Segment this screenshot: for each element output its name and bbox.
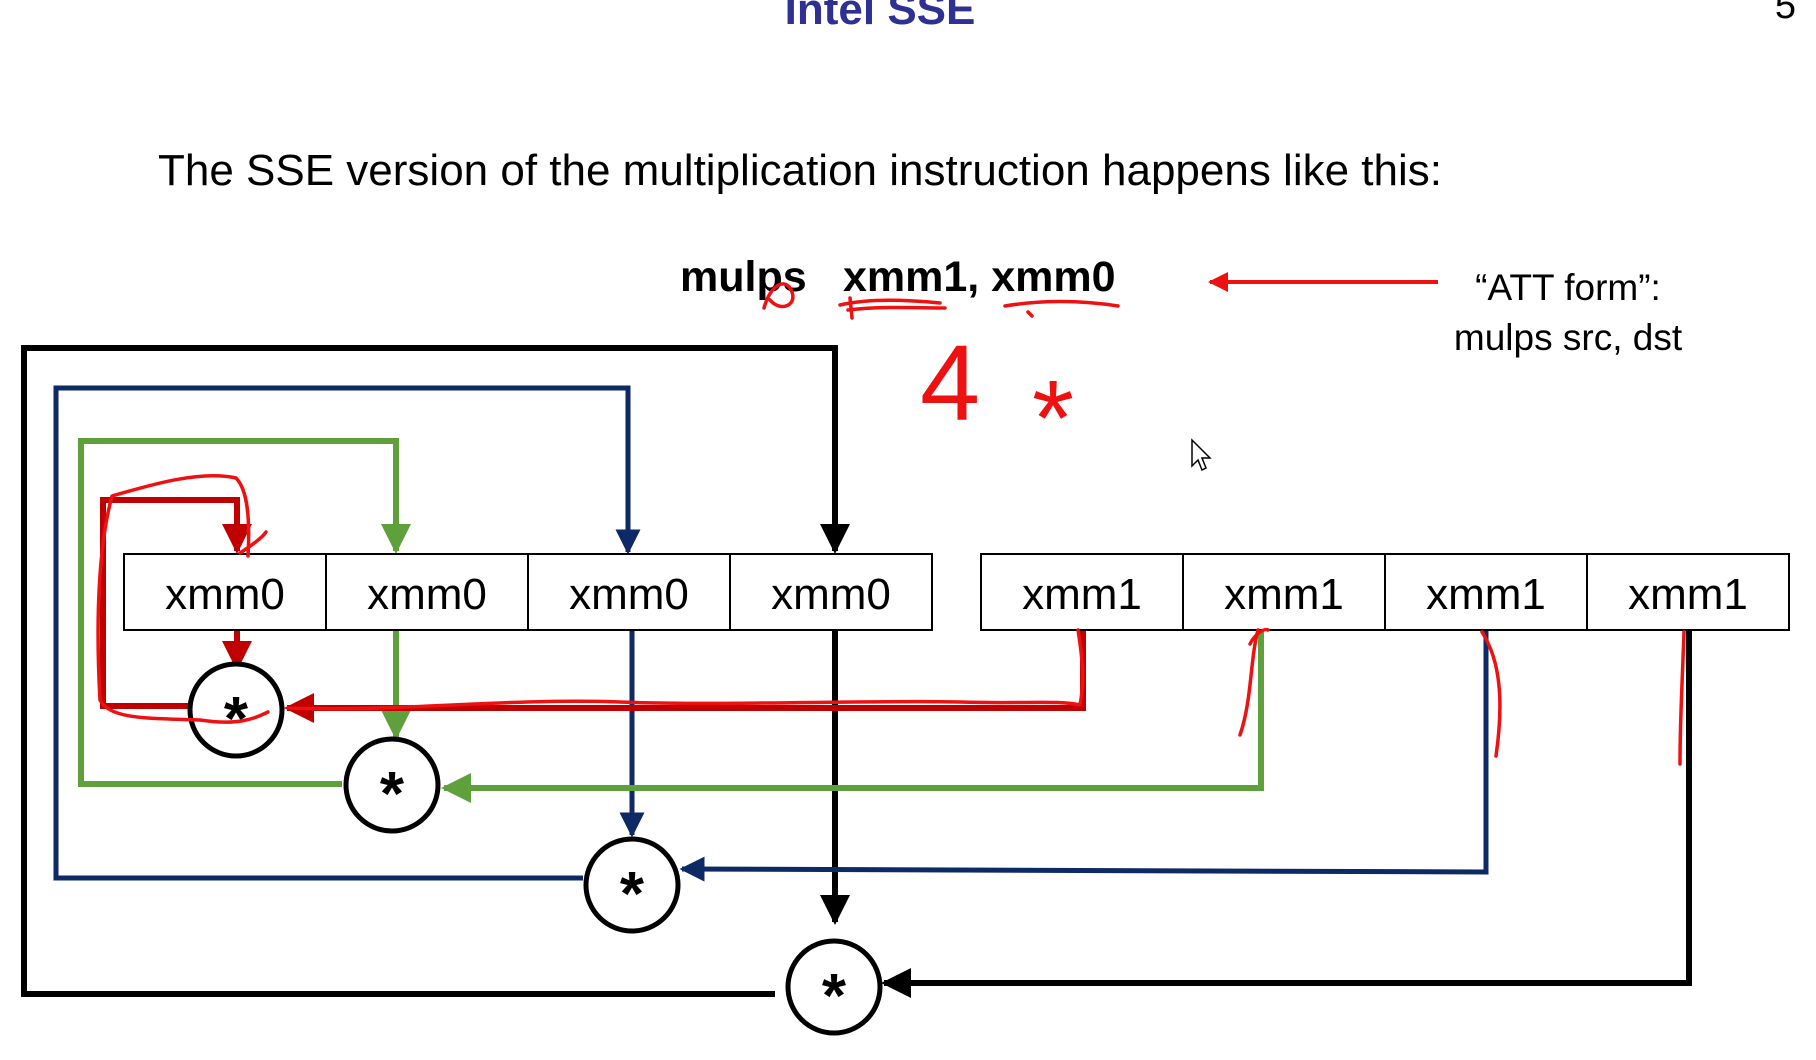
- lane0-xmm1-wire: [284, 630, 1086, 723]
- ink-xmm0-cell-loop: [96, 474, 270, 724]
- ink-lane-count: 4: [920, 322, 980, 443]
- lane3-result-wire: [21, 345, 850, 997]
- xmm1-cell-label: xmm1: [1628, 570, 1748, 619]
- xmm0-lane0-cell: [729, 553, 933, 631]
- ink-dst-underline: [1003, 299, 1120, 318]
- xmm0-lane1-cell: [527, 553, 731, 631]
- xmm0-cell-label: xmm0: [367, 570, 487, 619]
- lane3-wires: [21, 345, 1692, 998]
- ink-lane2-stroke: [1480, 630, 1502, 758]
- ink-lane1-hook: [1248, 627, 1270, 646]
- instruction-mnemonic: mulps: [680, 253, 807, 301]
- att-form-syntax: mulps src, dst: [1454, 317, 1683, 358]
- multiply-symbol: *: [822, 962, 847, 1031]
- ink-src-underline: [838, 296, 947, 320]
- xmm1-cell-label: xmm1: [1022, 570, 1142, 619]
- lane2-wires: [53, 385, 1489, 882]
- page-number: 5: [1775, 0, 1796, 27]
- handwritten-annotations: [96, 282, 1686, 766]
- xmm0-cell-label: xmm0: [165, 570, 285, 619]
- xmm1-lane1-cell: [1384, 553, 1588, 631]
- multiply-node-lane1: *: [343, 736, 441, 834]
- ink-xmm0-cell-tick: [238, 530, 268, 555]
- multiply-symbol: *: [620, 860, 645, 929]
- intro-text: The SSE version of the multiplication in…: [158, 146, 1442, 195]
- xmm1-lane2-cell: [1182, 553, 1386, 631]
- multiply-node-lane3: *: [785, 938, 883, 1036]
- xmm1-lane0-cell: [1586, 553, 1790, 631]
- register-xmm0: xmm0 xmm0 xmm0 xmm0: [123, 553, 933, 631]
- multiply-node-lane2: *: [583, 836, 681, 934]
- slide-title: Intel SSE: [785, 0, 976, 34]
- instruction-operands: xmm1, xmm0: [843, 253, 1116, 301]
- lane1-result-wire: [78, 438, 411, 787]
- lane2-result-wire: [53, 385, 641, 881]
- mouse-cursor-icon: [1191, 438, 1212, 472]
- ink-lane0-trace: [286, 628, 1085, 711]
- ink-multiply-mark: *: [1032, 357, 1074, 478]
- lane1-xmm1-wire: [441, 630, 1264, 803]
- ink-lane1-stroke: [1238, 628, 1260, 737]
- xmm1-cell-label: xmm1: [1426, 570, 1546, 619]
- lane3-xmm1-wire: [881, 630, 1692, 998]
- lane2-xmm1-wire: [679, 630, 1489, 882]
- multiply-node-lane0: *: [187, 661, 285, 759]
- ink-mnemonic-underline: [762, 282, 795, 310]
- xmm0-cell-label: xmm0: [771, 570, 891, 619]
- xmm0-lane2-cell: [325, 553, 529, 631]
- multiply-symbol: *: [380, 760, 405, 829]
- register-xmm1: xmm1 xmm1 xmm1 xmm1: [980, 553, 1790, 631]
- ink-lane3-stroke: [1678, 630, 1686, 766]
- xmm1-lane3-cell: [980, 553, 1184, 631]
- lane0-result-wire: [100, 497, 252, 709]
- lane1-wires: [78, 438, 1264, 803]
- att-form-label: “ATT form”:: [1475, 267, 1661, 308]
- xmm0-cell-label: xmm0: [569, 570, 689, 619]
- xmm1-cell-label: xmm1: [1224, 570, 1344, 619]
